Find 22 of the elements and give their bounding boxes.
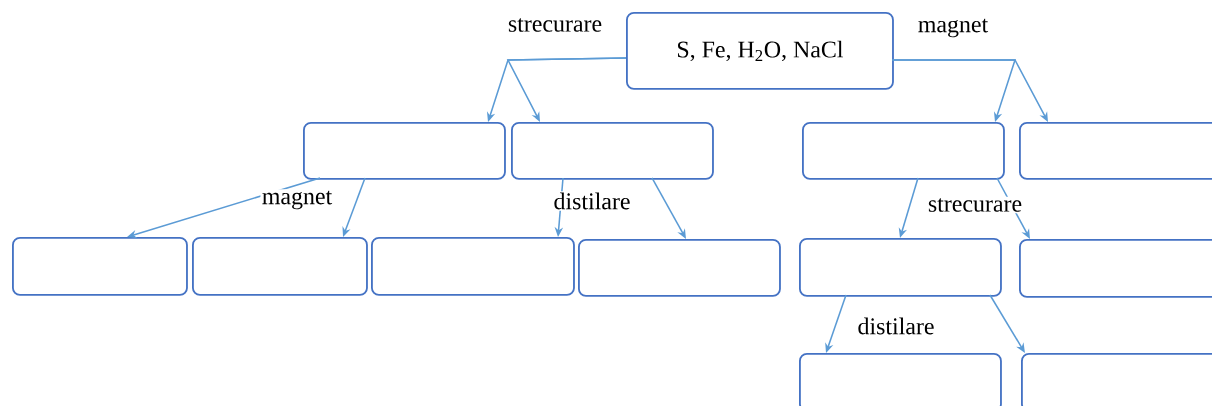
method-label: magnet bbox=[916, 17, 990, 39]
empty-box bbox=[192, 237, 368, 296]
method-label: distilare bbox=[552, 191, 632, 211]
empty-box bbox=[802, 122, 1005, 180]
arrow bbox=[989, 294, 1025, 353]
empty-box bbox=[578, 239, 781, 297]
method-label: strecurare bbox=[506, 16, 604, 34]
arrow bbox=[891, 59, 1048, 122]
empty-box bbox=[1021, 353, 1212, 406]
empty-box bbox=[511, 122, 714, 180]
empty-box bbox=[799, 238, 1002, 297]
method-label: distilare bbox=[856, 316, 936, 336]
method-label: magnet bbox=[260, 189, 334, 211]
arrow bbox=[651, 177, 686, 239]
empty-box bbox=[303, 122, 506, 180]
empty-box bbox=[1019, 122, 1212, 180]
mixture-box: S, Fe, H$_{2}$O, NaCl bbox=[626, 12, 894, 90]
empty-box bbox=[799, 353, 1002, 406]
empty-box bbox=[1019, 239, 1212, 298]
empty-box bbox=[12, 237, 188, 296]
method-label: strecurare bbox=[926, 196, 1024, 214]
empty-box bbox=[371, 237, 575, 296]
